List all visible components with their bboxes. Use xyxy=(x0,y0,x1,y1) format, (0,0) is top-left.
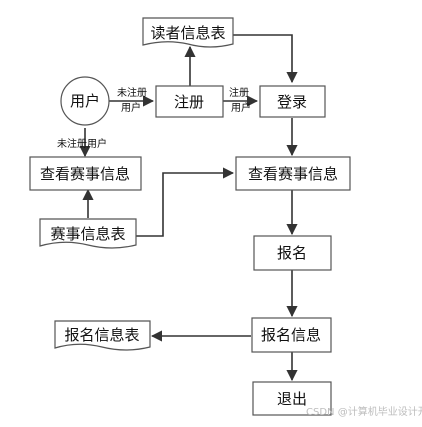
reader-table-node: 读者信息表 xyxy=(142,17,234,48)
login-node: 登录 xyxy=(259,85,326,118)
register-label: 注册 xyxy=(174,93,204,111)
signup-table-label: 报名信息表 xyxy=(64,326,139,344)
watermark: CSDN @计算机毕业设计开发 xyxy=(306,405,422,418)
signup-table-node: 报名信息表 xyxy=(54,320,151,351)
view-left-label: 查看赛事信息 xyxy=(40,165,130,183)
user-to-view-left-label: 未注册用户 xyxy=(57,137,107,150)
signup-info-node: 报名信息 xyxy=(251,317,332,353)
edge-labels: 未注册 用户 注册 用户 未注册用户 xyxy=(57,86,251,150)
user-to-register-label-line2: 用户 xyxy=(121,101,141,114)
edge-reader-table-to-login xyxy=(233,34,298,84)
event-table-node: 赛事信息表 xyxy=(39,218,137,249)
edge-event-table-to-view-right xyxy=(136,167,235,237)
register-to-login-label-line1: 注册 xyxy=(229,86,249,99)
logout-label: 退出 xyxy=(277,390,307,408)
view-right-node: 查看赛事信息 xyxy=(235,156,351,191)
event-table-label: 赛事信息表 xyxy=(50,225,125,243)
edges xyxy=(79,34,298,382)
user-label: 用户 xyxy=(70,92,100,110)
signup-node: 报名 xyxy=(253,235,332,271)
login-label: 登录 xyxy=(277,93,307,111)
user-node: 用户 xyxy=(60,76,110,126)
user-to-register-label-line1: 未注册 xyxy=(117,86,147,99)
view-right-label: 查看赛事信息 xyxy=(248,165,338,183)
logout-node: 退出 xyxy=(252,381,332,416)
signup-label: 报名 xyxy=(277,244,307,262)
register-node: 注册 xyxy=(155,85,224,118)
signup-info-label: 报名信息 xyxy=(261,326,321,344)
register-to-login-label-line2: 用户 xyxy=(231,101,251,114)
view-left-node: 查看赛事信息 xyxy=(29,156,142,191)
reader-table-label: 读者信息表 xyxy=(150,24,225,42)
nodes: 读者信息表 用户 注册 登录 查看赛事信息 查看赛事信息 xyxy=(29,17,351,416)
